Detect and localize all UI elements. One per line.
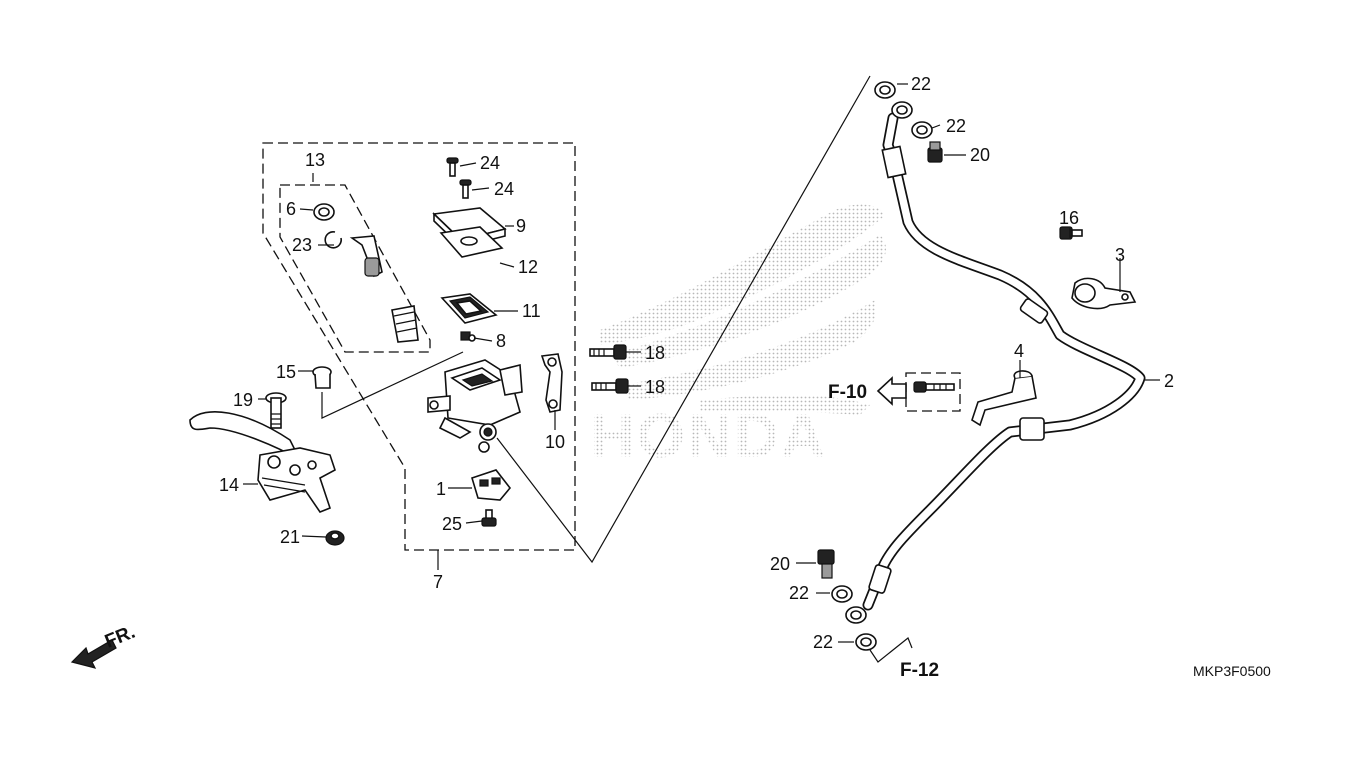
label-20-bottom: 20: [770, 554, 790, 574]
label-4: 4: [1014, 341, 1024, 361]
label-1: 1: [436, 479, 446, 499]
label-2: 2: [1164, 371, 1174, 391]
label-18-top: 18: [645, 343, 665, 363]
washer-22-b: [911, 121, 933, 139]
bolt-18-top: [589, 344, 627, 360]
f10-bolt-box: [905, 372, 961, 412]
front-arrow-icon: [70, 639, 117, 669]
label-20-top: 20: [970, 145, 990, 165]
pivot-bolt-19: [265, 392, 287, 429]
f12-reference-line: [869, 637, 913, 663]
label-16: 16: [1059, 208, 1079, 228]
honda-watermark-text: HONDA: [590, 402, 827, 471]
pivot-leader: [321, 351, 464, 419]
brake-lever-14: [189, 411, 336, 513]
bolt-16: [1059, 226, 1083, 240]
screw-24-bottom: [459, 179, 472, 199]
oil-bolt-20-top: [927, 141, 943, 163]
hose-clamp-4: [971, 370, 1037, 427]
brake-switch-1: [471, 469, 512, 501]
diaphragm-11: [440, 293, 498, 324]
washer-22-d: [855, 633, 877, 651]
label-24-bottom: 24: [494, 179, 514, 199]
label-25: 25: [442, 514, 462, 534]
label-6: 6: [286, 199, 296, 219]
oil-bolt-20-bottom: [817, 549, 835, 579]
label-11: 11: [522, 301, 541, 321]
holder-10: [540, 353, 563, 413]
diagram-code: MKP3F0500: [1193, 663, 1271, 679]
label-23: 23: [292, 235, 312, 255]
label-22-upper: 22: [946, 116, 966, 136]
ref-f12: F-12: [900, 660, 939, 681]
label-22-bottom: 22: [813, 632, 833, 652]
leader-lines: [243, 83, 1160, 643]
front-label: FR.: [102, 622, 138, 653]
plate-12: [439, 226, 504, 258]
ref-f10: F-10: [828, 382, 867, 403]
label-3: 3: [1115, 245, 1125, 265]
float-8: [460, 331, 476, 342]
assembly-to-hose-line-a: [496, 75, 871, 564]
washer-22-c: [831, 585, 853, 603]
label-21: 21: [280, 527, 300, 547]
brake-hose-2: [845, 101, 1146, 624]
honda-wing-watermark: HONDA: [590, 204, 886, 471]
label-18-bottom: 18: [645, 377, 665, 397]
label-14: 14: [219, 475, 239, 495]
nut-21: [325, 530, 345, 546]
screw-24-top: [446, 157, 459, 177]
assembly-7-outline: [262, 142, 576, 551]
label-9: 9: [516, 216, 526, 236]
label-22-lower: 22: [789, 583, 809, 603]
assembly-13-outline: [279, 184, 431, 353]
pivot-collar-15: [312, 366, 332, 389]
f10-arrow-icon: [876, 376, 907, 406]
master-cylinder-body: [427, 359, 523, 453]
piston-set: [313, 203, 419, 343]
label-15: 15: [276, 362, 296, 382]
hose-clamp-3: [1071, 277, 1137, 310]
label-8: 8: [496, 331, 506, 351]
label-19: 19: [233, 390, 253, 410]
label-22-top: 22: [911, 74, 931, 94]
label-10: 10: [545, 432, 565, 452]
label-24-top: 24: [480, 153, 500, 173]
washer-22-a: [874, 81, 896, 99]
label-12: 12: [518, 257, 538, 277]
f10-bolt: [913, 381, 955, 393]
screw-25: [481, 509, 497, 527]
label-13: 13: [305, 150, 325, 170]
label-7: 7: [433, 572, 443, 592]
bolt-18-bottom: [591, 378, 629, 394]
